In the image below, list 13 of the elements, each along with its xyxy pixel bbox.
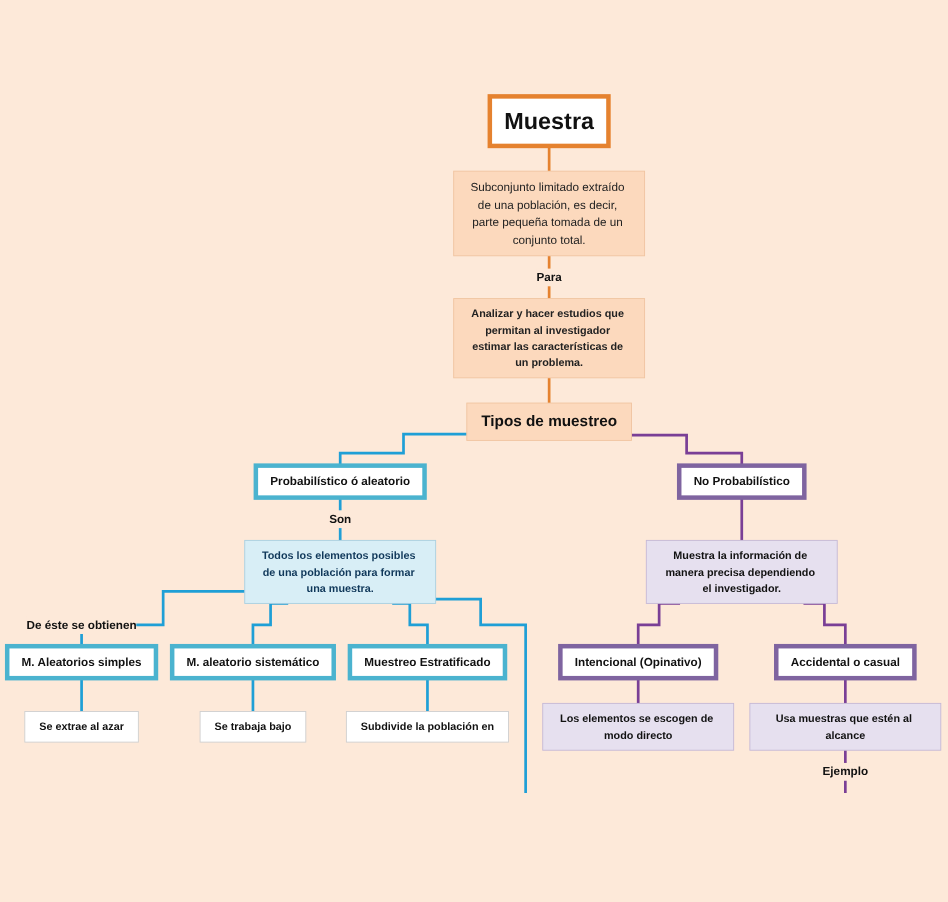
connector: [636, 676, 640, 705]
connector: [740, 496, 744, 542]
connector: [338, 432, 467, 467]
connector: [631, 433, 744, 467]
connector: [80, 676, 83, 713]
connector: [338, 496, 342, 542]
connector: [547, 144, 551, 173]
connector: [547, 376, 551, 405]
node-box: Muestra: [487, 94, 611, 149]
connector: [251, 676, 255, 713]
connector: [426, 676, 429, 713]
connector: [844, 676, 847, 705]
connector: [435, 597, 527, 795]
